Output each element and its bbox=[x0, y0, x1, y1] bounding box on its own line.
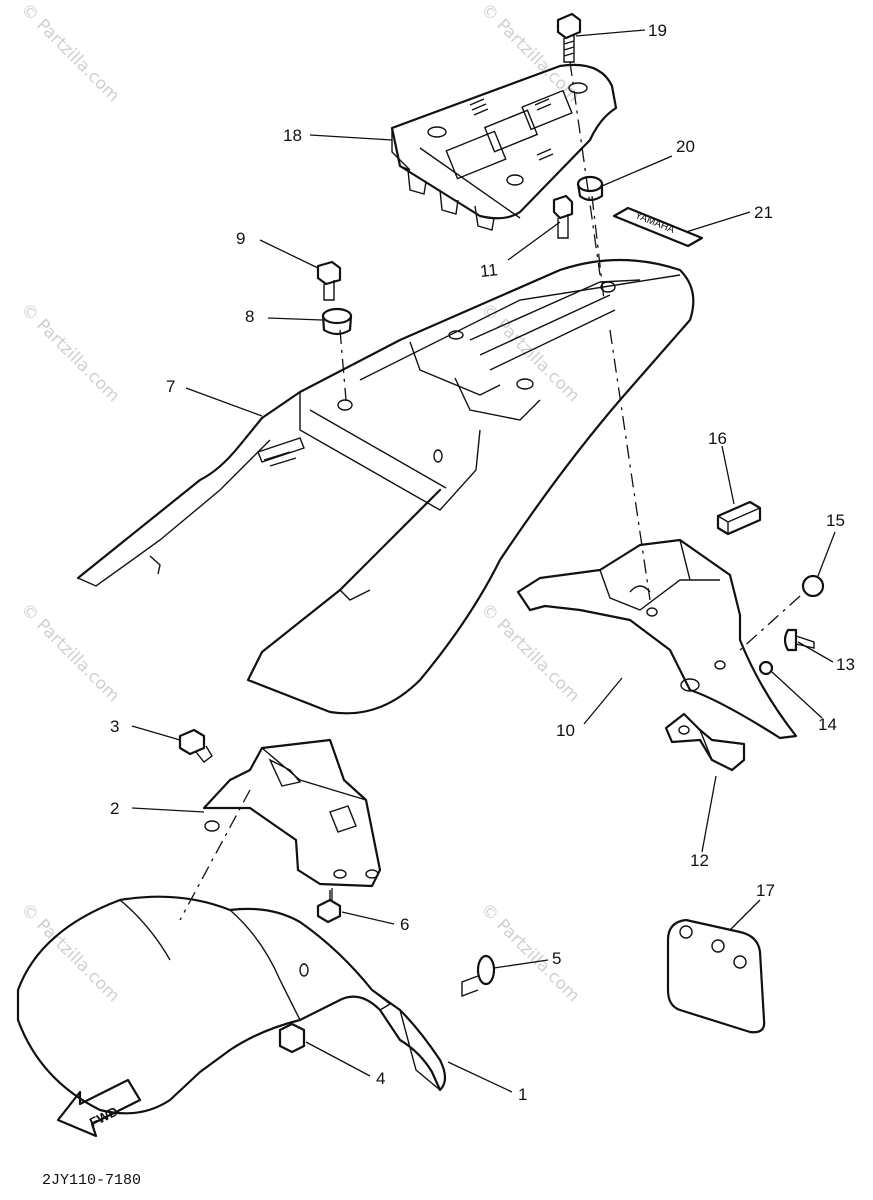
part-7-rear-cowl bbox=[76, 258, 695, 715]
callout-8: 8 bbox=[245, 307, 254, 326]
callout-10: 10 bbox=[556, 721, 575, 740]
part-8-damper bbox=[321, 307, 353, 336]
watermark: © Partzilla.com bbox=[16, 299, 123, 406]
part-16-block bbox=[716, 500, 762, 536]
part-1-front-fender bbox=[16, 895, 447, 1115]
part-10-rear-fender bbox=[516, 538, 798, 740]
part-11-bolt bbox=[552, 194, 574, 239]
callout-18: 18 bbox=[283, 126, 302, 145]
part-3-bolt bbox=[178, 728, 213, 763]
callouts: 19 18 20 21 11 9 8 7 16 15 13 14 10 12 1… bbox=[110, 21, 855, 1104]
part-6-bolt bbox=[316, 890, 342, 924]
watermark: © Partzilla.com bbox=[16, 599, 123, 706]
callout-4: 4 bbox=[376, 1069, 385, 1088]
part-12-bracket bbox=[664, 712, 746, 772]
part-4-nut bbox=[278, 1022, 306, 1054]
callout-6: 6 bbox=[400, 915, 409, 934]
callout-2: 2 bbox=[110, 799, 119, 818]
callout-11: 11 bbox=[479, 260, 499, 281]
callout-9: 9 bbox=[236, 229, 245, 248]
watermark: © Partzilla.com bbox=[476, 899, 583, 1006]
callout-15: 15 bbox=[826, 511, 845, 530]
callout-1: 1 bbox=[518, 1085, 527, 1104]
callout-7: 7 bbox=[166, 377, 175, 396]
part-18-carrier bbox=[390, 63, 618, 231]
callout-13: 13 bbox=[836, 655, 855, 674]
part-9-bolt bbox=[316, 260, 342, 301]
callout-3: 3 bbox=[110, 717, 119, 736]
assembly-lines bbox=[179, 61, 801, 921]
part-19-bolt bbox=[556, 12, 582, 63]
drawing-code: 2JY110-7180 bbox=[42, 1172, 141, 1189]
callout-12: 12 bbox=[690, 851, 709, 870]
callout-21: 21 bbox=[754, 203, 773, 222]
part-2-bracket bbox=[202, 738, 382, 888]
part-5-screw bbox=[461, 954, 496, 998]
watermark: © Partzilla.com bbox=[476, 599, 583, 706]
part-14-collar bbox=[758, 660, 774, 676]
leader-lines bbox=[131, 29, 836, 1093]
watermark: © Partzilla.com bbox=[16, 899, 123, 1006]
watermarks: © Partzilla.com © Partzilla.com © Partzi… bbox=[16, 0, 583, 1006]
part-15-nut bbox=[801, 574, 825, 598]
fwd-label: FWD bbox=[87, 1104, 120, 1130]
callout-17: 17 bbox=[756, 881, 775, 900]
part-17-plate bbox=[666, 918, 766, 1034]
part-20-collar bbox=[576, 175, 604, 202]
callout-19: 19 bbox=[648, 21, 667, 40]
callout-16: 16 bbox=[708, 429, 727, 448]
callout-20: 20 bbox=[676, 137, 695, 156]
callout-14: 14 bbox=[818, 715, 837, 734]
watermark: © Partzilla.com bbox=[16, 0, 123, 106]
part-21-emblem: YAMAHA bbox=[612, 206, 704, 248]
fwd-arrow-icon: FWD bbox=[56, 1078, 142, 1138]
part-13-screw bbox=[783, 628, 815, 652]
callout-5: 5 bbox=[552, 949, 561, 968]
